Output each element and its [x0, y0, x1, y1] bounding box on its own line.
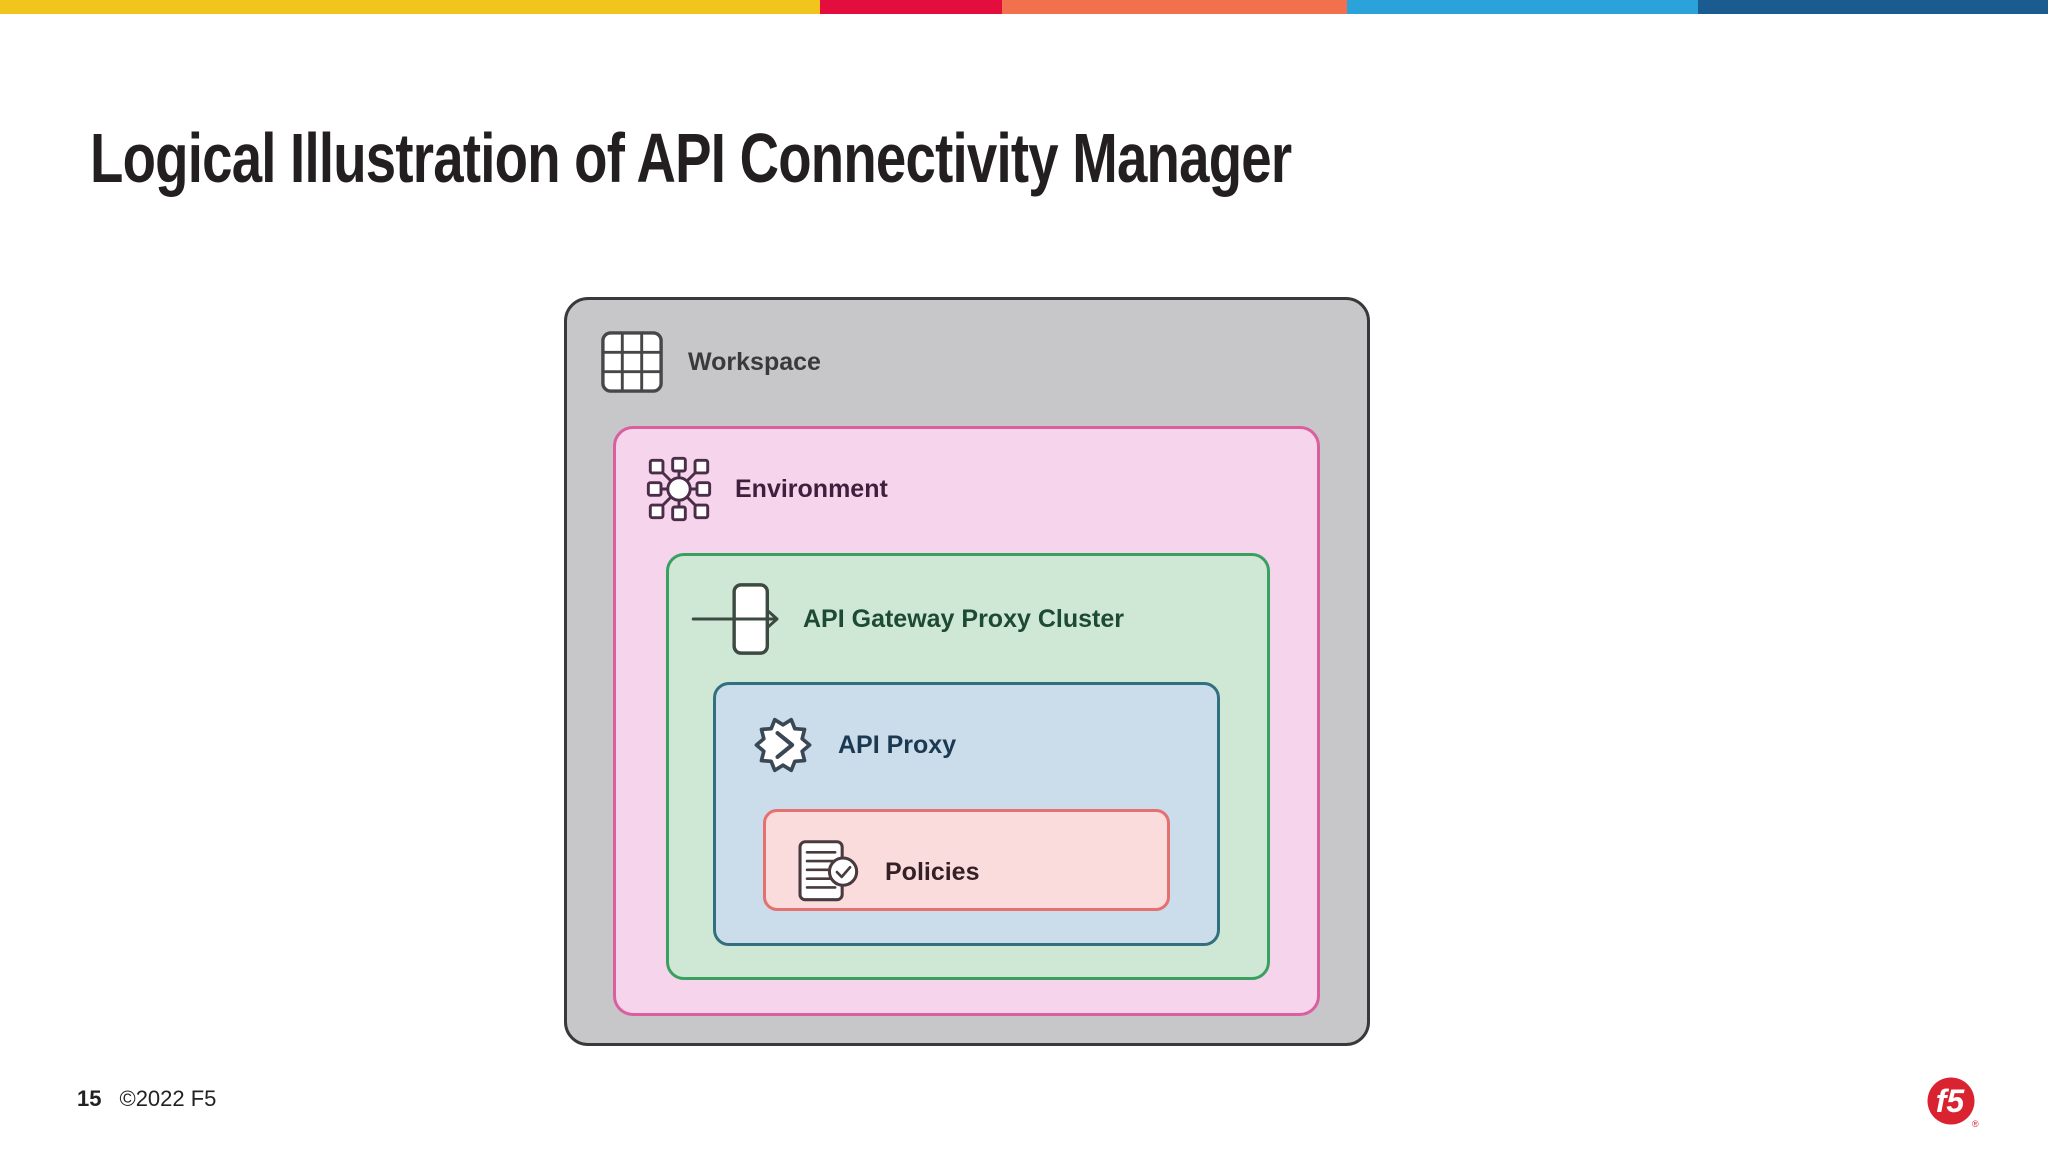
- top-bar-segment-dark-blue: [1698, 0, 2048, 14]
- top-bar-segment-orange: [1002, 0, 1348, 14]
- environment-header: Environment: [643, 453, 888, 525]
- page-number: 15: [77, 1086, 102, 1111]
- policies-label: Policies: [885, 858, 980, 886]
- top-bar-segment-yellow: [0, 0, 821, 14]
- f5-logo: f5 ®: [1927, 1077, 1979, 1129]
- workspace-header: Workspace: [600, 330, 821, 394]
- gateway-arrow-icon: [691, 583, 779, 655]
- api-proxy-label: API Proxy: [838, 730, 957, 759]
- api-proxy-header: API Proxy: [750, 712, 956, 778]
- grid-icon: [601, 331, 663, 393]
- gear-chevron-icon: [754, 717, 812, 773]
- api-gateway-proxy-cluster-box: API Gateway Proxy Cluster API Proxy: [666, 553, 1270, 980]
- svg-text:f5: f5: [1936, 1083, 1966, 1119]
- environment-label: Environment: [735, 474, 888, 503]
- environment-box: Environment API Gateway Proxy Cluster AP…: [613, 426, 1320, 1016]
- top-bar: [0, 0, 2048, 14]
- workspace-box: Workspace Environment: [564, 297, 1370, 1046]
- api-proxy-box: API Proxy Policies: [713, 682, 1220, 946]
- top-bar-segment-light-blue: [1347, 0, 1699, 14]
- page-title: Logical Illustration of API Connectivity…: [90, 119, 1292, 197]
- footer: 15 ©2022 F5: [77, 1086, 216, 1112]
- workspace-label: Workspace: [688, 347, 821, 376]
- gateway-label: API Gateway Proxy Cluster: [803, 604, 1124, 633]
- hub-network-icon: [646, 456, 712, 522]
- gateway-header: API Gateway Proxy Cluster: [691, 580, 1124, 658]
- copyright-text: ©2022 F5: [119, 1086, 217, 1111]
- svg-text:®: ®: [1972, 1119, 1979, 1129]
- policies-header: Policies: [793, 838, 980, 907]
- top-bar-segment-red: [820, 0, 1003, 14]
- policy-document-icon: [798, 840, 859, 902]
- policies-box: Policies: [763, 809, 1170, 911]
